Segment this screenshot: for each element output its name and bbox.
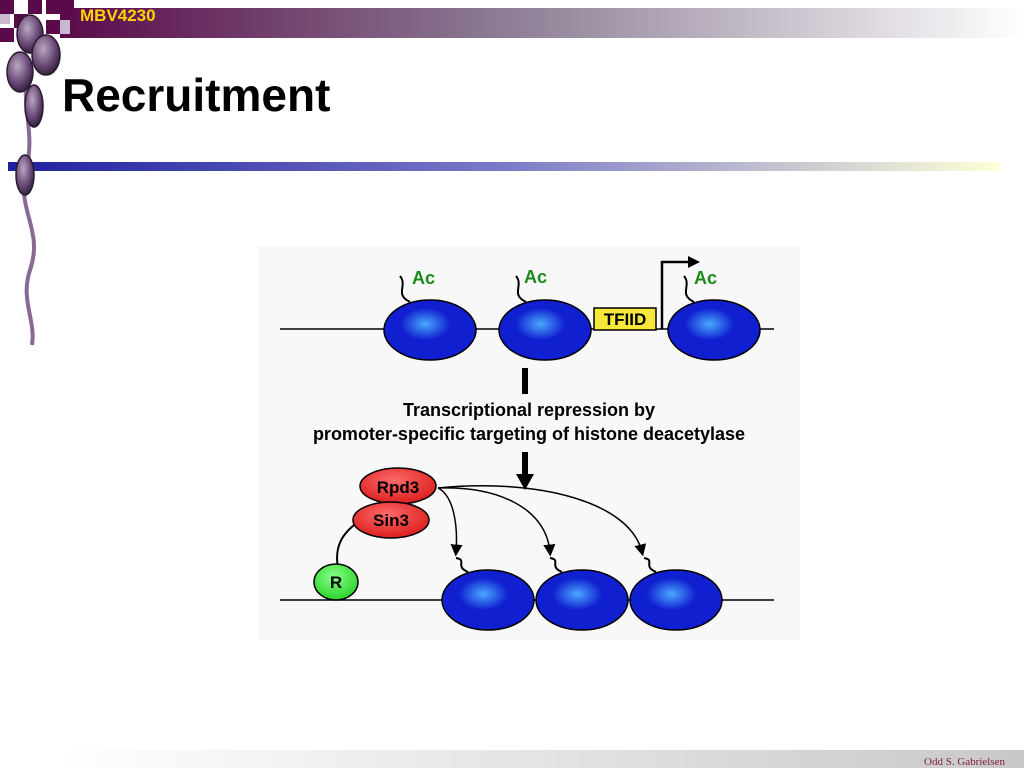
rpd3-complex: Rpd3: [359, 467, 437, 505]
caption-line-2: promoter-specific targeting of histone d…: [313, 424, 745, 444]
acetyl-label-2: Ac: [524, 267, 547, 287]
deacetylation-arrow-3: [437, 485, 647, 557]
nucleosome-top-2: Ac: [498, 267, 592, 361]
tfiid-box: [593, 307, 657, 331]
slide-title: Recruitment: [62, 69, 331, 121]
repression-bar: [522, 368, 528, 394]
recruitment-diagram: Ac Ac TFIID Ac Transcriptional repressio…: [280, 256, 774, 631]
acetyl-tail-3: [683, 275, 695, 303]
bead-4: [24, 84, 44, 128]
author-footer: Odd S. Gabrielsen: [924, 756, 1005, 768]
nucleosome-bottom-2: [535, 557, 629, 631]
acetyl-label-3: Ac: [694, 268, 717, 288]
deacetylation-arrow-2: [437, 487, 556, 557]
bead-3: [6, 51, 34, 93]
course-code: MBV4230: [80, 6, 156, 25]
checker-pattern: [0, 0, 74, 42]
deacetylated-tail-3: [643, 557, 657, 573]
rpd3-label: Rpd3: [377, 478, 420, 497]
caption-line-1: Transcriptional repression by: [403, 400, 655, 420]
deacetylated-tail-1: [455, 557, 469, 573]
nucleosome-top-3: Ac: [667, 268, 761, 361]
repressor-protein: R: [313, 563, 359, 601]
bead-5: [15, 154, 35, 196]
acetyl-label-1: Ac: [412, 268, 435, 288]
acetyl-tail-1: [399, 275, 411, 303]
nucleosome-bottom-3: [629, 557, 723, 631]
nucleosome-bottom-1: [441, 557, 535, 631]
top-banner: [60, 8, 1024, 38]
recruitment-figure: Ac Ac TFIID Ac Transcriptional repressio…: [258, 246, 800, 640]
repressor-label: R: [330, 573, 342, 592]
bead-2: [31, 34, 61, 76]
nucleosome-top-1: Ac: [383, 268, 477, 361]
title-underline: [8, 162, 1000, 171]
sin3-label: Sin3: [373, 511, 409, 530]
deacetylation-arrow-1: [437, 487, 463, 557]
sin3-complex: Sin3: [352, 501, 430, 539]
acetyl-tail-2: [515, 275, 527, 303]
transcription-start-arrow: [660, 260, 690, 329]
bottom-banner: [60, 750, 1024, 768]
tfiid-label: TFIID: [604, 310, 647, 329]
deacetylated-tail-2: [549, 557, 563, 573]
